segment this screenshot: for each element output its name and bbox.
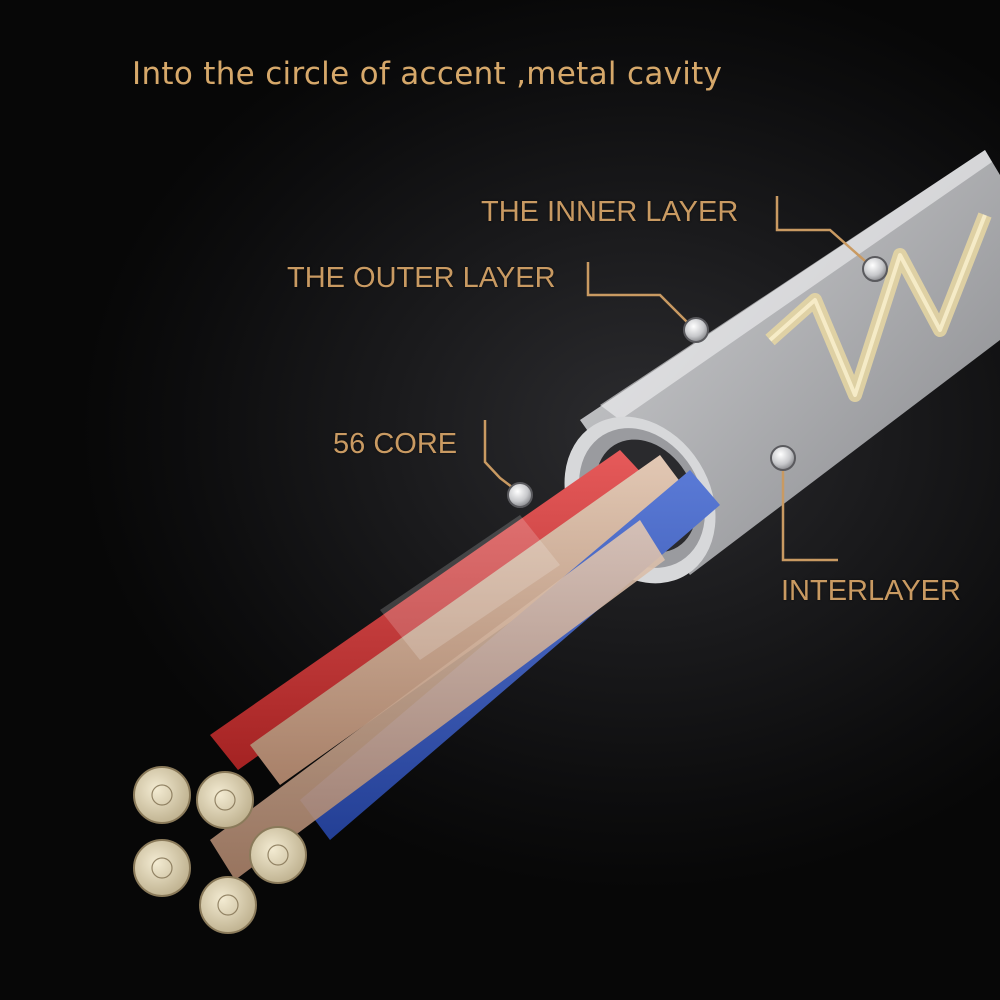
label-outer-layer: THE OUTER LAYER: [287, 262, 556, 294]
strand-ends: [133, 766, 307, 934]
wire-bundles: [210, 450, 720, 880]
label-interlayer: INTERLAYER: [781, 575, 961, 607]
marker-dots: [507, 256, 888, 508]
page-title: Into the circle of accent ,metal cavity: [132, 56, 723, 92]
marker-interlayer: [770, 445, 796, 471]
marker-inner-layer: [862, 256, 888, 282]
label-inner-layer: THE INNER LAYER: [481, 196, 739, 228]
marker-core: [507, 482, 533, 508]
marker-outer-layer: [683, 317, 709, 343]
leader-interlayer: [781, 460, 838, 562]
leader-lines: [483, 196, 874, 562]
label-56-core: 56 CORE: [333, 428, 458, 460]
interlayer-wrap: [765, 212, 992, 402]
leader-inner-layer: [775, 196, 874, 269]
leader-core: [483, 420, 521, 494]
leader-outer-layer: [586, 262, 695, 330]
